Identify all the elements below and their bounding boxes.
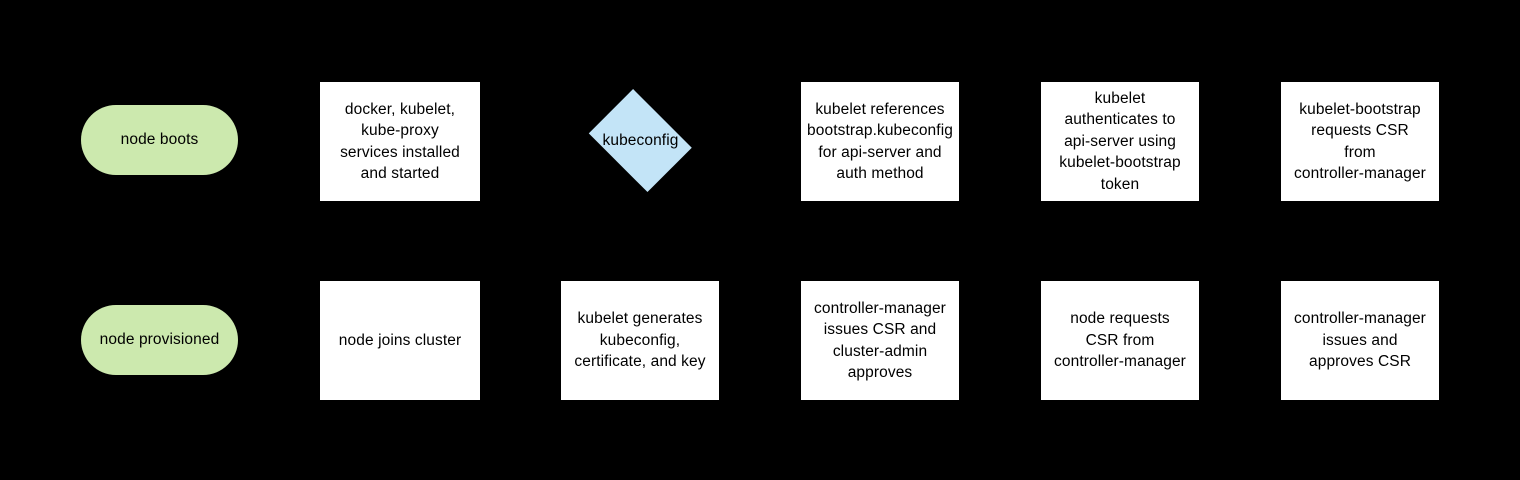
node-label: kubelet-bootstrap requests CSR from cont… [1294, 100, 1426, 183]
flow-node-node-requests-csr[interactable]: node requests CSR from controller-manage… [1041, 281, 1199, 400]
node-label: controller-manager issues CSR and cluste… [814, 299, 946, 382]
flow-node-cm-issues-approves[interactable]: controller-manager issues and approves C… [1281, 281, 1439, 400]
node-label: docker, kubelet, kube-proxy services ins… [340, 100, 460, 183]
node-label: node requests CSR from controller-manage… [1054, 310, 1186, 371]
node-label: kubeconfig [602, 131, 679, 149]
flow-node-cm-issues-csr[interactable]: controller-manager issues CSR and cluste… [801, 281, 959, 400]
flow-node-node-joins-cluster[interactable]: node joins cluster [320, 281, 480, 400]
node-label: node joins cluster [338, 331, 462, 349]
flow-node-kubelet-generates[interactable]: kubelet generates kubeconfig, certificat… [561, 281, 719, 400]
flow-node-node-provisioned[interactable]: node provisioned [81, 305, 238, 375]
node-label: controller-manager issues and approves C… [1294, 310, 1426, 371]
flow-node-kubelet-references[interactable]: kubelet references bootstrap.kubeconfig … [801, 82, 959, 201]
flow-node-kubelet-authenticates[interactable]: kubelet authenticates to api-server usin… [1041, 82, 1199, 201]
flow-node-services-installed[interactable]: docker, kubelet, kube-proxy services ins… [320, 82, 480, 201]
node-label: node provisioned [99, 331, 220, 349]
node-label: kubelet authenticates to api-server usin… [1059, 89, 1181, 193]
node-label: node boots [120, 131, 199, 149]
flow-node-bootstrap-requests-csr[interactable]: kubelet-bootstrap requests CSR from cont… [1281, 82, 1439, 201]
node-label: kubelet references bootstrap.kubeconfig … [807, 100, 953, 183]
flow-node-kubeconfig-decision[interactable]: kubeconfig [562, 81, 719, 200]
flow-node-node-boots[interactable]: node boots [81, 105, 238, 175]
node-label: kubelet generates kubeconfig, certificat… [574, 310, 706, 371]
